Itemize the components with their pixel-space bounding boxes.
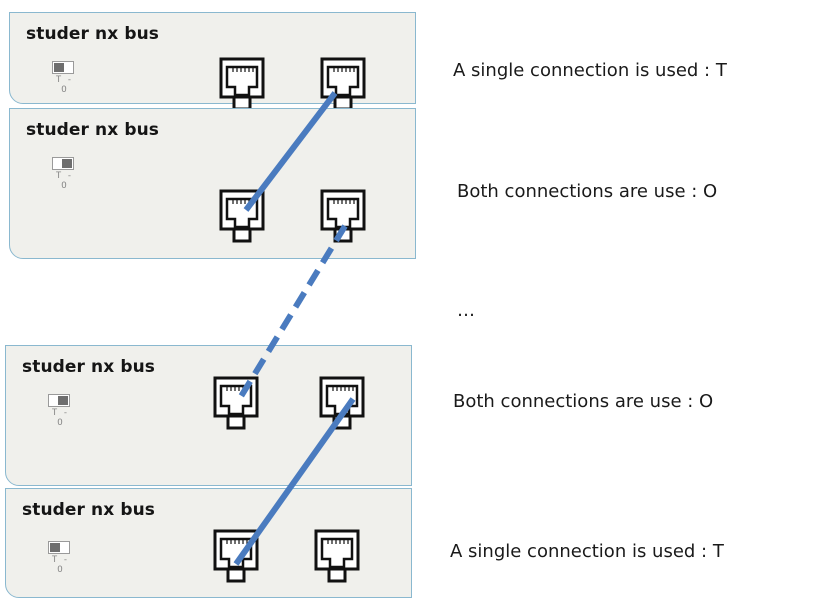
- module-title: studer nx bus: [26, 120, 160, 140]
- switch-label: T - O: [55, 171, 73, 191]
- bus-module-2: studer nx bus T - O: [9, 108, 416, 259]
- module-title: studer nx bus: [26, 24, 160, 44]
- module-3-description: Both connections are use : O: [453, 391, 714, 412]
- module-title: studer nx bus: [22, 500, 156, 520]
- switch-label: T - O: [51, 408, 69, 428]
- termination-switch[interactable]: T - O: [48, 394, 72, 428]
- bus-module-4: studer nx bus T - O: [5, 488, 412, 598]
- switch-label: T - O: [55, 75, 73, 95]
- module-title: studer nx bus: [22, 357, 156, 377]
- module-1-description: A single connection is used : T: [453, 60, 727, 81]
- rj45-port-icon[interactable]: [219, 57, 265, 111]
- module-2-description: Both connections are use : O: [457, 181, 718, 202]
- termination-switch[interactable]: T - O: [52, 157, 76, 191]
- bus-module-1: studer nx bus T - O: [9, 12, 416, 111]
- bus-cable-dashed: [234, 224, 348, 405]
- bus-cable-solid: [243, 91, 338, 212]
- bus-cable-solid: [233, 397, 356, 566]
- termination-switch[interactable]: T - O: [48, 541, 72, 575]
- rj45-port-icon[interactable]: [314, 529, 360, 583]
- module-4-description: A single connection is used : T: [450, 541, 724, 562]
- rj45-port-icon[interactable]: [320, 189, 366, 243]
- rj45-port-icon[interactable]: [213, 376, 259, 430]
- switch-label: T - O: [51, 555, 69, 575]
- ellipsis-text: …: [457, 300, 475, 321]
- termination-switch[interactable]: T - O: [52, 61, 76, 95]
